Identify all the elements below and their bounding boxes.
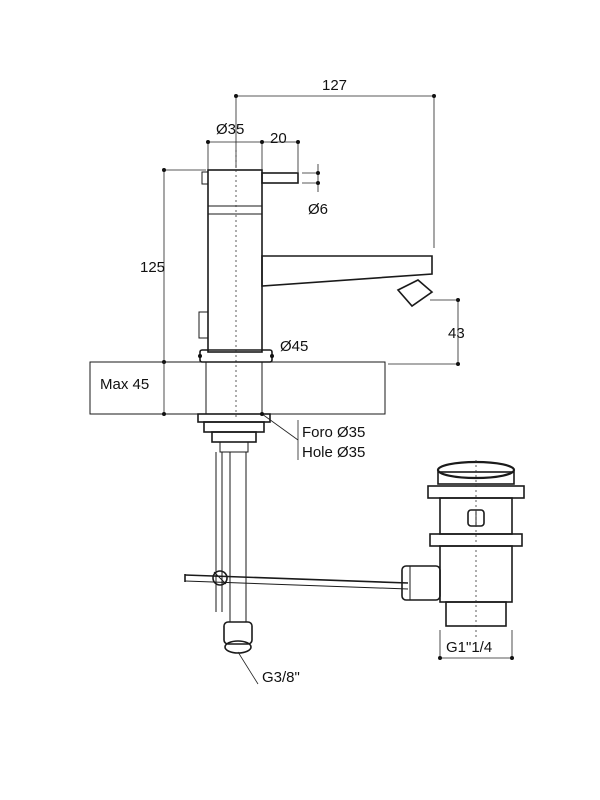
dim-spout-reach: 127	[234, 77, 436, 248]
dim-125-label: 125	[140, 259, 165, 276]
pop-up-waste	[401, 460, 525, 640]
fixing-nut	[197, 413, 271, 453]
g114-label: G1"1/4	[446, 639, 492, 656]
waste-thread-dim: G1"1/4	[438, 630, 514, 660]
supply-hose	[215, 451, 253, 654]
dim-20-label: 20	[270, 130, 287, 147]
lever-handle	[261, 172, 299, 184]
dim-o6-label: Ø6	[308, 201, 328, 218]
dim-127-label: 127	[322, 77, 347, 94]
hole-callout: Foro Ø35 Hole Ø35	[260, 412, 365, 461]
dim-lever-diameter: Ø6	[302, 164, 328, 218]
dim-43-label: 43	[448, 325, 465, 342]
dim-max45-label: Max 45	[100, 376, 149, 393]
dim-o45-label: Ø45	[280, 338, 308, 355]
hole-italian-label: Foro Ø35	[302, 424, 365, 441]
dim-body-lever: Ø35 20	[206, 121, 300, 172]
g38-label: G3/8"	[262, 669, 300, 686]
hole-english-label: Hole Ø35	[302, 444, 365, 461]
dim-height: 125	[140, 168, 206, 364]
dim-spout-clearance: 43	[388, 298, 465, 366]
supply-thread-callout: G3/8"	[237, 651, 300, 686]
dim-max-deck: Max 45	[100, 362, 166, 416]
dim-o35-label: Ø35	[216, 121, 244, 138]
pop-up-rod	[184, 570, 409, 590]
spout	[261, 255, 434, 308]
dim-flange: Ø45	[198, 338, 308, 358]
